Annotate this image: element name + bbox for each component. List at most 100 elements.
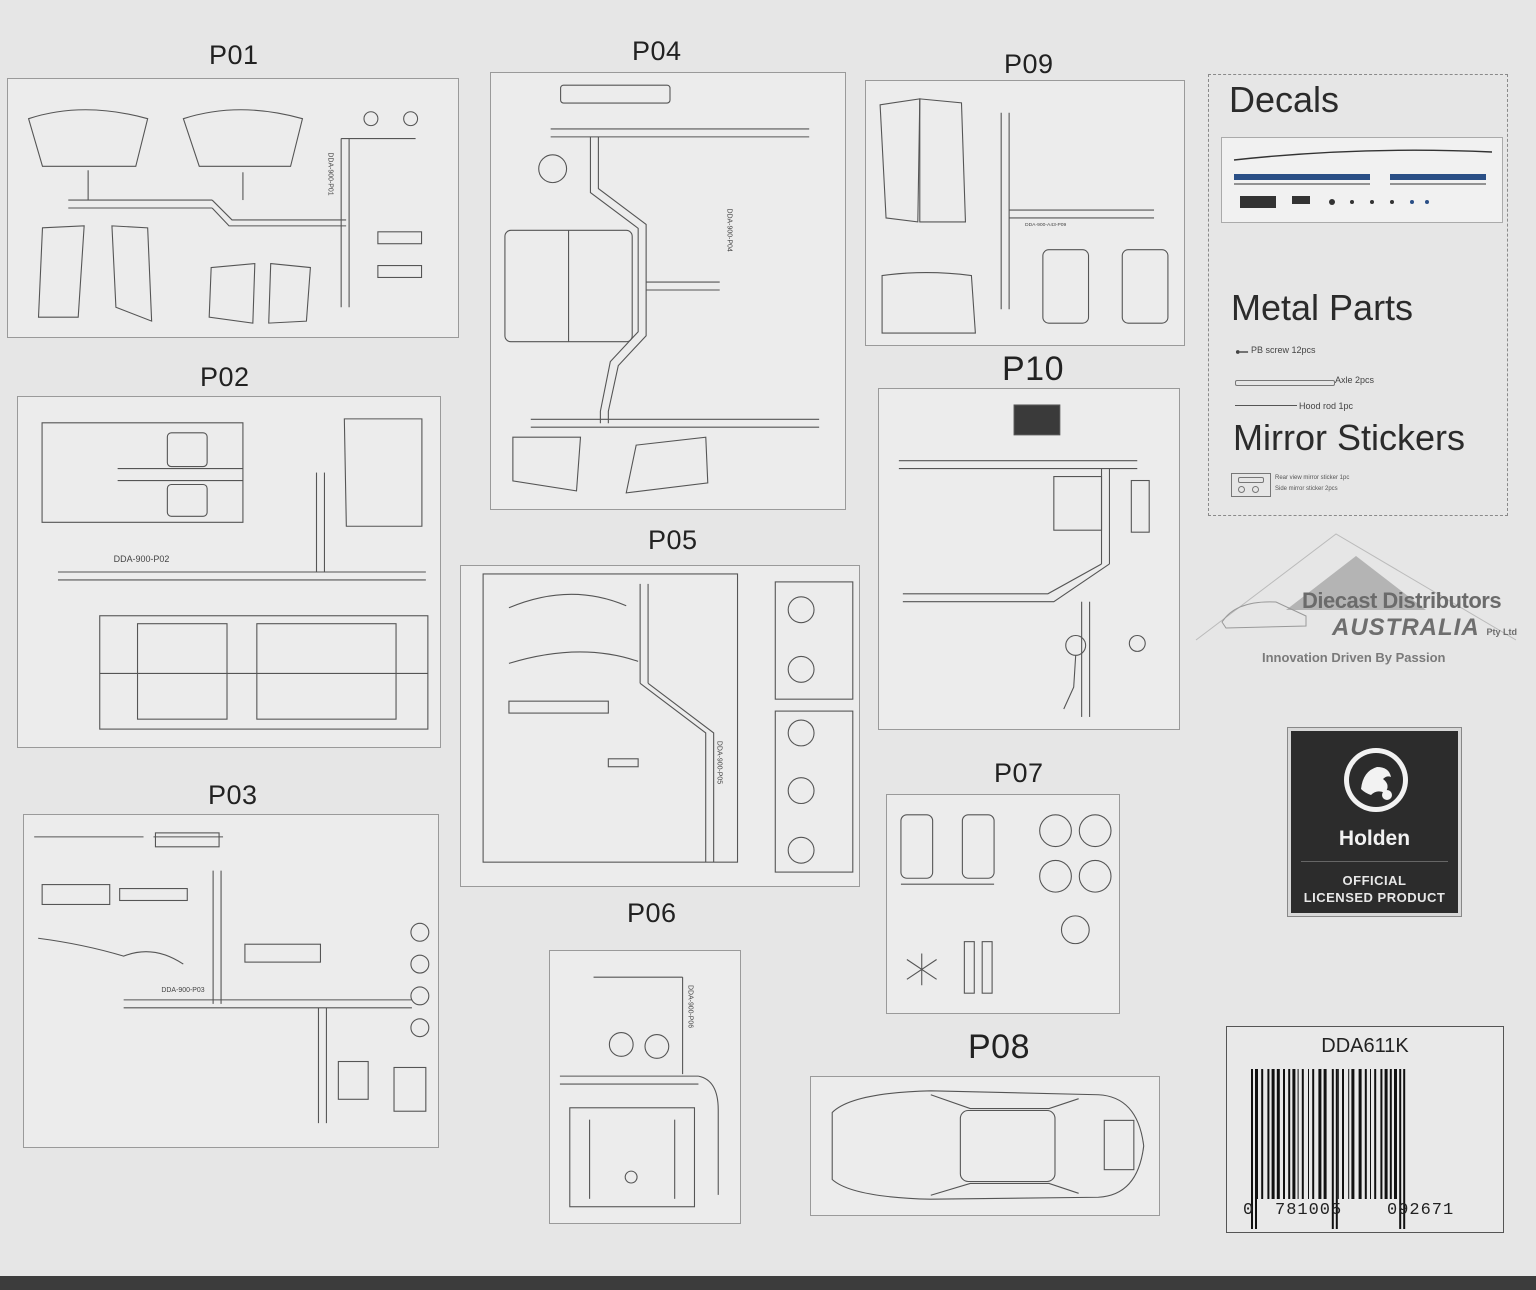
sprue-p02-code: DDA-900-P02 (114, 554, 170, 564)
sprue-p04-drawing: DDA-900-P04 (504, 84, 820, 494)
barcode-bar (1394, 1069, 1397, 1199)
barcode-bar (1389, 1069, 1392, 1199)
mirror-item-rear: Rear view mirror sticker 1pc (1275, 475, 1350, 481)
screw-icon (1235, 350, 1249, 354)
product-sku: DDA611K (1321, 1035, 1409, 1057)
sprue-label-p09: P09 (1004, 49, 1054, 79)
barcode-bar (1257, 1069, 1258, 1199)
sprue-p02: DDA-900-P02 (17, 396, 441, 748)
hood-rod-icon (1235, 405, 1297, 406)
sprue-p01-drawing: DDA-900-P01 (27, 109, 423, 324)
sprue-label-p07: P07 (994, 758, 1044, 788)
mirror-stickers-title: Mirror Stickers (1233, 417, 1465, 458)
barcode-bar (1308, 1069, 1309, 1199)
sprue-p05-drawing: DDA-900-P05 (482, 573, 854, 873)
barcode-bar (1331, 1069, 1334, 1229)
sprue-label-p04: P04 (632, 36, 682, 66)
sprue-p02-drawing: DDA-900-P02 (41, 418, 429, 730)
sprue-p03-code: DDA-900-P03 (161, 987, 204, 994)
sprue-p06-code: DDA-900-P06 (687, 985, 694, 1028)
barcode-bar (1335, 1069, 1338, 1229)
axle-icon (1235, 380, 1335, 386)
barcode-bar (1399, 1069, 1402, 1229)
sprue-p06-drawing: DDA-900-P06 (559, 976, 719, 1208)
sprue-label-p03: P03 (208, 780, 258, 810)
sprue-p01-code: DDA-900-P01 (326, 152, 333, 195)
barcode-bar (1301, 1069, 1304, 1199)
sprue-p10 (878, 388, 1180, 730)
sprue-p08-drawing (831, 1090, 1145, 1200)
sprue-label-p01: P01 (209, 40, 259, 70)
barcode-bar (1261, 1069, 1264, 1199)
sprue-label-p06: P06 (627, 898, 677, 928)
barcode-bar (1403, 1069, 1406, 1229)
barcode-bar (1351, 1069, 1355, 1199)
sprue-label-p10: P10 (1002, 350, 1064, 388)
decal-sheet (1221, 137, 1503, 223)
sprue-p08 (810, 1076, 1160, 1216)
holden-official-text: OFFICIAL LICENSED PRODUCT (1303, 873, 1446, 905)
mirror-item-side: Side mirror sticker 2pcs (1275, 486, 1338, 492)
sprue-p03: DDA-900-P03 (23, 814, 439, 1148)
barcode-bar (1323, 1069, 1327, 1199)
logo-country: AUSTRALIA Pty Ltd (1332, 614, 1517, 641)
holden-license-badge: Holden OFFICIAL LICENSED PRODUCT (1287, 727, 1462, 917)
sprue-p06: DDA-900-P06 (549, 950, 741, 1224)
metal-item-hood-rod: Hood rod 1pc (1299, 401, 1354, 411)
sprue-p07-drawing (900, 814, 1112, 994)
sprue-label-p08: P08 (968, 1028, 1030, 1066)
barcode-bar (1267, 1069, 1270, 1199)
sprue-p09: DDA-900-A43-P09 (865, 80, 1185, 346)
decals-title: Decals (1229, 79, 1340, 120)
barcode-bar (1370, 1069, 1371, 1199)
barcode-bar (1297, 1069, 1299, 1199)
sprue-p01: DDA-900-P01 (7, 78, 459, 338)
logo-mountain-icon (1195, 533, 1517, 641)
barcode-bar (1374, 1069, 1377, 1199)
barcode-bar (1292, 1069, 1296, 1199)
holden-lion-icon (1344, 748, 1408, 812)
sprue-label-p05: P05 (648, 525, 698, 555)
barcode-right-digits: 092671 (1387, 1201, 1455, 1220)
sprue-p05-code: DDA-900-P05 (716, 741, 723, 784)
sprue-label-p02: P02 (200, 362, 250, 392)
logo-tagline: Innovation Driven By Passion (1262, 650, 1446, 665)
barcode-bar (1380, 1069, 1383, 1199)
barcode-graphic (1251, 1069, 1406, 1229)
sprue-p07 (886, 794, 1120, 1014)
bottom-edge (0, 1276, 1536, 1290)
barcode-panel: DDA611K 0 781005 092671 (1226, 1026, 1504, 1233)
sprue-p09-drawing: DDA-900-A43-P09 (879, 98, 1169, 334)
sprue-p04-code: DDA-900-P04 (726, 208, 733, 251)
barcode-bar (1342, 1069, 1344, 1199)
parts-info-box: Decals Metal Parts PB screw 12pcs Axle 2… (1208, 74, 1508, 516)
barcode-bar (1364, 1069, 1367, 1199)
barcode-bar (1337, 1069, 1339, 1199)
holden-name: Holden (1338, 827, 1411, 850)
barcode-bar (1312, 1069, 1315, 1199)
logo-name: Diecast Distributors (1302, 588, 1502, 613)
barcode-bar (1276, 1069, 1280, 1199)
sprue-p09-code: DDA-900-A43-P09 (1025, 222, 1067, 228)
sprue-p03-drawing: DDA-900-P03 (34, 832, 430, 1124)
metal-parts-title: Metal Parts (1231, 287, 1414, 328)
barcode-lead-digit: 0 (1243, 1201, 1254, 1220)
sprue-p10-drawing (898, 404, 1150, 717)
barcode-bar (1255, 1069, 1257, 1229)
barcode-bar (1384, 1069, 1388, 1199)
metal-item-screw: PB screw 12pcs (1251, 345, 1316, 355)
barcode-bar (1271, 1069, 1275, 1199)
barcode-left-digits: 781005 (1275, 1201, 1343, 1220)
mirror-sticker-icon (1231, 473, 1271, 497)
decal-sheet-drawing (1233, 149, 1493, 208)
barcode-bar (1358, 1069, 1362, 1199)
barcode-bar (1288, 1069, 1291, 1199)
barcode-bar (1251, 1069, 1253, 1229)
sprue-p04: DDA-900-P04 (490, 72, 846, 510)
barcode-bar (1318, 1069, 1322, 1199)
sprue-p05: DDA-900-P05 (460, 565, 860, 887)
metal-item-axle: Axle 2pcs (1335, 375, 1375, 385)
diecast-distributors-logo: Diecast Distributors AUSTRALIA Pty Ltd I… (1186, 530, 1526, 680)
barcode-bar (1283, 1069, 1285, 1199)
